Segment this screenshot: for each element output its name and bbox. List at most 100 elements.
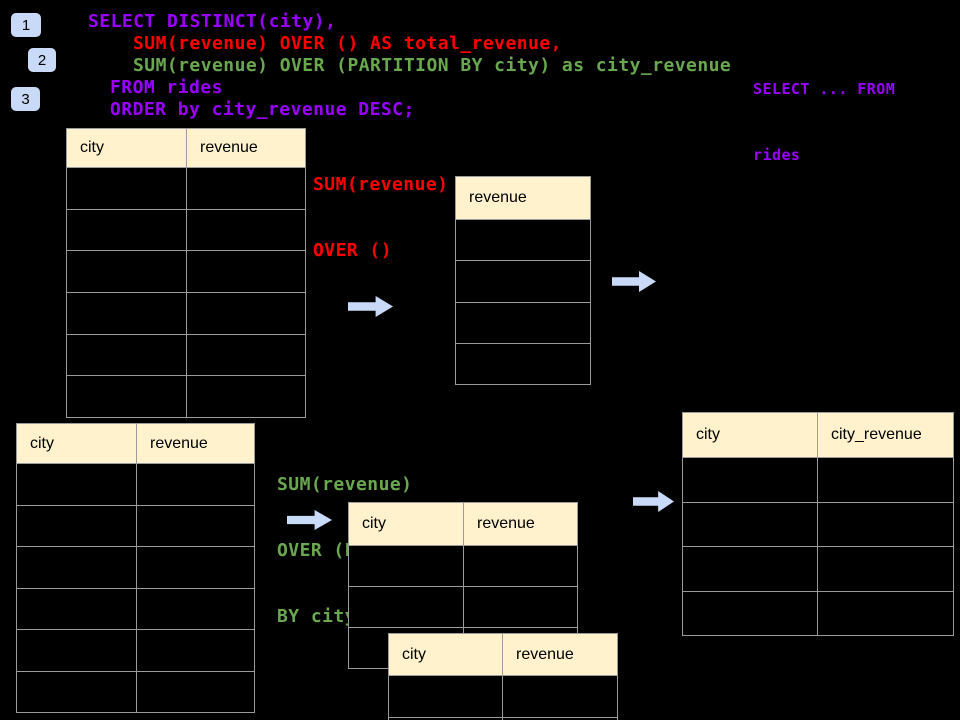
table-cell-empty — [136, 670, 255, 713]
table-cell-empty — [66, 292, 187, 335]
table-cell-empty — [66, 375, 187, 419]
table-cell-empty — [817, 501, 954, 547]
annotation-total-line-1: SUM(revenue) — [313, 174, 449, 195]
table-row — [348, 586, 578, 628]
table-cell-empty — [16, 629, 137, 672]
table-row — [66, 167, 306, 210]
table-cell-empty — [186, 292, 306, 335]
table-row — [66, 250, 306, 294]
table-cell-empty — [16, 504, 137, 547]
table-header-row: city city_revenue — [682, 412, 954, 458]
table-row — [388, 717, 618, 720]
table-partition-overlay: city revenue — [388, 633, 618, 720]
table-city-revenue-result: city city_revenue — [682, 412, 954, 636]
table-row — [455, 342, 591, 386]
table-cell-empty — [455, 218, 591, 262]
table-header-row: city revenue — [66, 128, 306, 168]
column-header-city-revenue: city_revenue — [817, 412, 954, 458]
table-cell-empty — [66, 167, 187, 210]
table-cell-empty — [136, 504, 255, 547]
column-header-revenue: revenue — [502, 633, 618, 676]
table-cell-empty — [682, 546, 818, 592]
flow-arrow-icon — [287, 510, 332, 530]
table-cell-empty — [186, 375, 306, 419]
table-cell-empty — [16, 463, 137, 506]
sql-line-city-revenue: SUM(revenue) OVER (PARTITION BY city) as… — [133, 55, 732, 76]
column-header-city: city — [682, 412, 818, 458]
table-cell-empty — [455, 260, 591, 303]
table-row — [66, 333, 306, 377]
table-cell-empty — [502, 717, 618, 720]
table-row — [66, 375, 306, 419]
annotation-total-revenue: SUM(revenue) OVER () — [313, 130, 448, 306]
table-cell-empty — [682, 590, 818, 636]
table-cell-empty — [16, 670, 137, 713]
flow-arrow-icon — [348, 296, 393, 317]
table-cell-empty — [66, 333, 187, 377]
table-row — [682, 501, 954, 547]
table-cell-empty — [388, 675, 503, 718]
sql-side-note: SELECT ... FROM rides — [753, 34, 895, 210]
table-cell-empty — [136, 587, 255, 630]
sql-line-select: SELECT DISTINCT(city), — [88, 11, 337, 32]
table-cell-empty — [455, 301, 591, 344]
column-header-revenue: revenue — [186, 128, 306, 168]
table-row — [682, 590, 954, 636]
table-cell-empty — [66, 208, 187, 252]
sql-side-note-line-2: rides — [753, 146, 801, 164]
table-cell-empty — [682, 501, 818, 547]
column-header-city: city — [388, 633, 503, 676]
table-cell-empty — [16, 587, 137, 630]
flow-arrow-icon — [612, 271, 656, 292]
step-badge-3: 3 — [11, 87, 40, 111]
column-header-revenue: revenue — [463, 502, 578, 546]
step-badge-2: 2 — [28, 48, 56, 72]
table-cell-empty — [66, 250, 187, 294]
table-cell-empty — [136, 546, 255, 589]
sql-line-from: FROM rides — [110, 77, 223, 98]
table-header-row: revenue — [455, 176, 591, 220]
table-cell-empty — [186, 250, 306, 294]
table-row — [388, 675, 618, 718]
table-total-revenue-result: revenue — [455, 176, 591, 386]
table-row — [66, 208, 306, 252]
table-row — [16, 504, 255, 547]
annotation-partition-line-1: SUM(revenue) — [277, 474, 413, 495]
table-cell-empty — [817, 546, 954, 592]
table-header-row: city revenue — [388, 633, 618, 676]
table-cell-empty — [136, 463, 255, 506]
table-row — [16, 546, 255, 589]
column-header-city: city — [348, 502, 464, 546]
table-cell-empty — [186, 208, 306, 252]
table-source-top: city revenue — [66, 128, 306, 419]
sql-line-order-by: ORDER by city_revenue DESC; — [110, 99, 415, 120]
table-partition-input: city revenue — [348, 502, 578, 669]
table-cell-empty — [186, 333, 306, 377]
column-header-revenue: revenue — [136, 423, 255, 464]
table-cell-empty — [817, 590, 954, 636]
table-row — [682, 546, 954, 592]
table-cell-empty — [348, 586, 464, 628]
table-row — [16, 463, 255, 506]
column-header-city: city — [66, 128, 187, 168]
table-row — [66, 292, 306, 335]
step-badge-1: 1 — [11, 13, 41, 37]
table-row — [455, 301, 591, 344]
column-header-city: city — [16, 423, 137, 464]
table-cell-empty — [348, 545, 464, 587]
table-row — [16, 587, 255, 630]
table-row — [455, 218, 591, 262]
table-row — [16, 629, 255, 672]
annotation-total-line-2: OVER () — [313, 240, 393, 261]
table-cell-empty — [502, 675, 618, 718]
sql-line-total-revenue: SUM(revenue) OVER () AS total_revenue, — [133, 33, 562, 54]
table-row — [348, 545, 578, 587]
table-row — [455, 260, 591, 303]
table-row — [682, 457, 954, 503]
sql-side-note-line-1: SELECT ... FROM — [753, 80, 896, 98]
column-header-revenue: revenue — [455, 176, 591, 220]
table-cell-empty — [682, 457, 818, 503]
table-cell-empty — [463, 586, 578, 628]
table-cell-empty — [817, 457, 954, 503]
